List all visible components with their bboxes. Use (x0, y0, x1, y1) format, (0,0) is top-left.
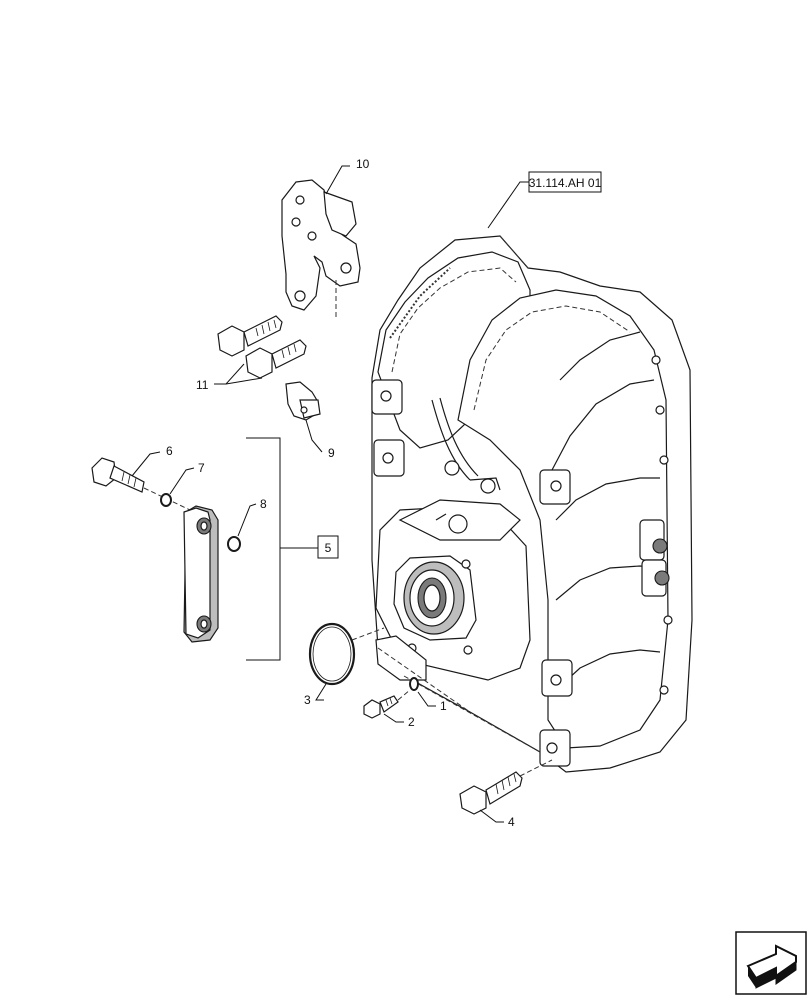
callout-10[interactable]: 10 (356, 157, 370, 171)
leader-3 (315, 683, 327, 701)
callout-6[interactable]: 6 (166, 444, 173, 458)
leader-9 (305, 419, 323, 453)
leader-4 (479, 809, 504, 823)
part-1-washer[interactable] (409, 677, 419, 691)
callout-5: 5 (325, 541, 332, 555)
centerline-4 (519, 759, 553, 777)
part-link-arm[interactable] (183, 505, 219, 643)
leader-8 (237, 503, 257, 537)
leader-6 (131, 451, 161, 477)
callout-4[interactable]: 4 (508, 815, 515, 829)
leader-10 (325, 165, 350, 195)
part-4-bolt[interactable] (459, 771, 523, 815)
leader-7 (169, 467, 195, 495)
centerline-3 (351, 627, 385, 641)
centerline-1 (397, 689, 411, 701)
callout-1[interactable]: 1 (440, 699, 447, 713)
part-7-snap-ring[interactable] (160, 493, 172, 507)
leader-1 (417, 691, 436, 707)
part-11-bolt-upper[interactable] (217, 315, 283, 357)
part-9-clip[interactable] (285, 381, 321, 421)
callout-3[interactable]: 3 (304, 693, 311, 707)
part-6-bolt[interactable] (91, 457, 145, 493)
reference-callout[interactable]: 31.114.AH 01 (487, 171, 602, 229)
part-11-bolt-lower[interactable] (245, 339, 307, 379)
part-3-o-ring[interactable] (308, 622, 356, 686)
gearbox-housing (371, 235, 693, 773)
leader-11a (214, 363, 245, 385)
callout-2[interactable]: 2 (408, 715, 415, 729)
group-bracket-5 (246, 437, 281, 661)
callout-11[interactable]: 11 (196, 378, 209, 392)
reference-label: 31.114.AH 01 (529, 176, 602, 190)
callout-7[interactable]: 7 (198, 461, 205, 475)
callout-9[interactable]: 9 (328, 446, 335, 460)
leader-2 (383, 713, 404, 723)
part-2-screw[interactable] (363, 695, 399, 719)
callout-8[interactable]: 8 (260, 497, 267, 511)
next-page-arrow-icon[interactable] (735, 931, 807, 995)
callout-5-box[interactable] (317, 535, 339, 559)
part-10-bracket-plate[interactable] (281, 179, 361, 318)
part-8-washer[interactable] (227, 536, 241, 552)
leader-11b (225, 377, 263, 385)
